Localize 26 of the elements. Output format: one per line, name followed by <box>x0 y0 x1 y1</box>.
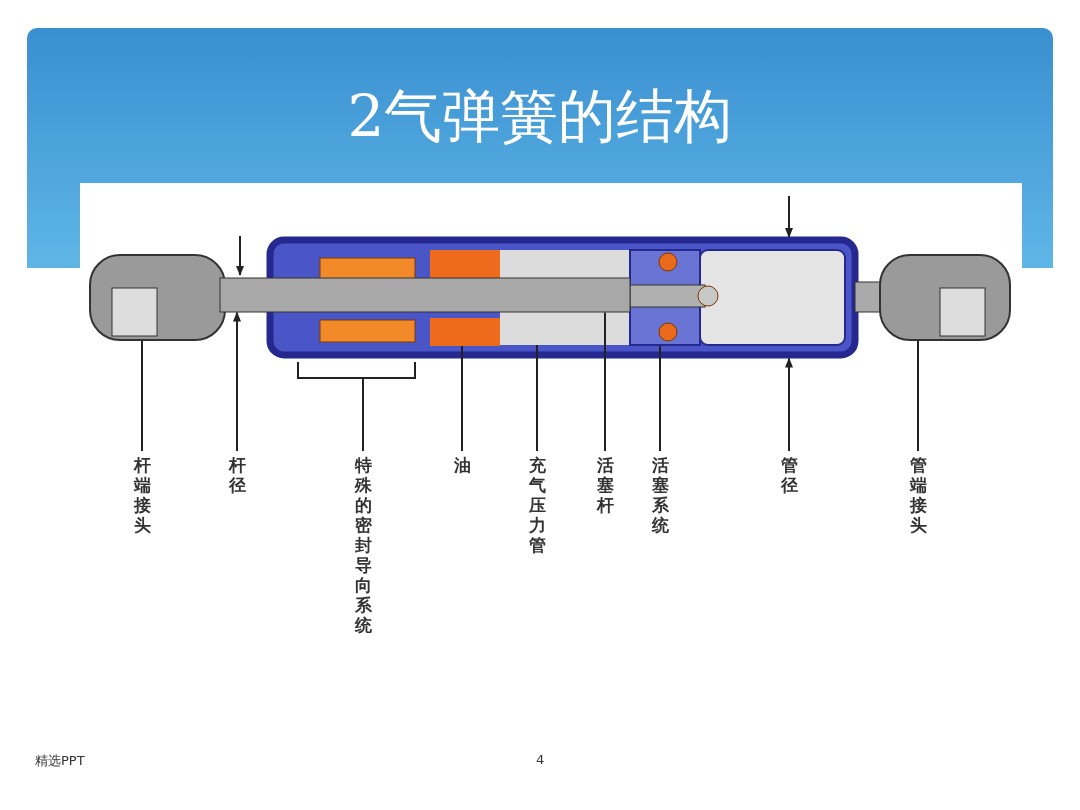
part-label: 管端接头 <box>909 455 927 535</box>
page-number: 4 <box>536 752 545 767</box>
piston-rod <box>219 277 631 313</box>
leader-line <box>362 378 364 452</box>
leader-line <box>659 345 661 452</box>
piston-assembly <box>629 249 719 346</box>
part-label: 杆径 <box>228 455 246 495</box>
leader-line <box>233 311 241 452</box>
part-label: 活塞系统 <box>651 455 669 535</box>
bracket <box>297 361 416 379</box>
part-label: 油 <box>453 455 471 475</box>
part-label: 特殊的密封导向系统 <box>354 455 372 635</box>
slide-title: 2气弹簧的结构 <box>346 81 734 152</box>
part-label: 充气压力管 <box>528 455 546 555</box>
part-label: 管径 <box>780 455 798 495</box>
rod-end-fitting <box>89 254 226 341</box>
part-label: 活塞杆 <box>596 455 614 515</box>
part-label: 杆端接头 <box>133 455 151 535</box>
leader-line <box>785 357 793 452</box>
leader-line <box>604 311 606 452</box>
leader-line <box>917 340 919 452</box>
leader-line <box>461 345 463 452</box>
footer-text: 精选PPT <box>35 752 85 770</box>
tube-end-fitting <box>854 254 1011 341</box>
leader-line <box>141 340 143 452</box>
leader-line <box>536 344 538 452</box>
